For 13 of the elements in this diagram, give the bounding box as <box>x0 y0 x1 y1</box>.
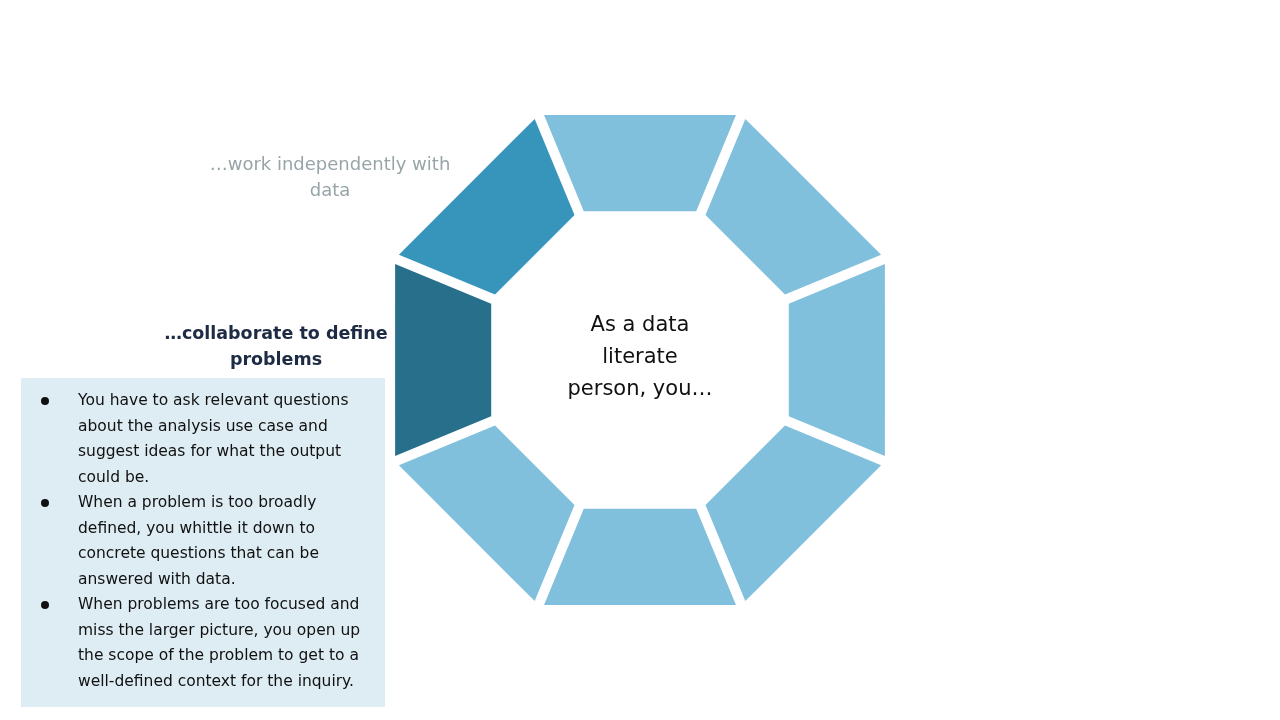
center-text: As a data literate person, you… <box>560 308 720 404</box>
bullet-text: When problems are too focused and miss the larger picture, you open up the scope of the problem to get to a well-defined context for the inquiry. <box>78 595 361 690</box>
panel-heading: …collaborate to define problems <box>163 322 389 371</box>
bullet-text: When a problem is too broadly defined, you whittle it down to concrete questions that can be answered with data. <box>78 493 319 588</box>
octagon-segment <box>788 264 885 456</box>
octagon-segment <box>544 508 736 605</box>
octagon-segment <box>544 115 736 212</box>
bullet-text: You have to ask relevant questions about the analysis use case and suggest ideas for what the output could be. <box>78 391 349 486</box>
octagon-segment <box>398 425 575 602</box>
octagon-segment <box>395 264 492 456</box>
side-note: …work independently with data <box>208 152 452 202</box>
octagon-segment <box>705 118 882 295</box>
octagon-segment <box>705 425 882 602</box>
